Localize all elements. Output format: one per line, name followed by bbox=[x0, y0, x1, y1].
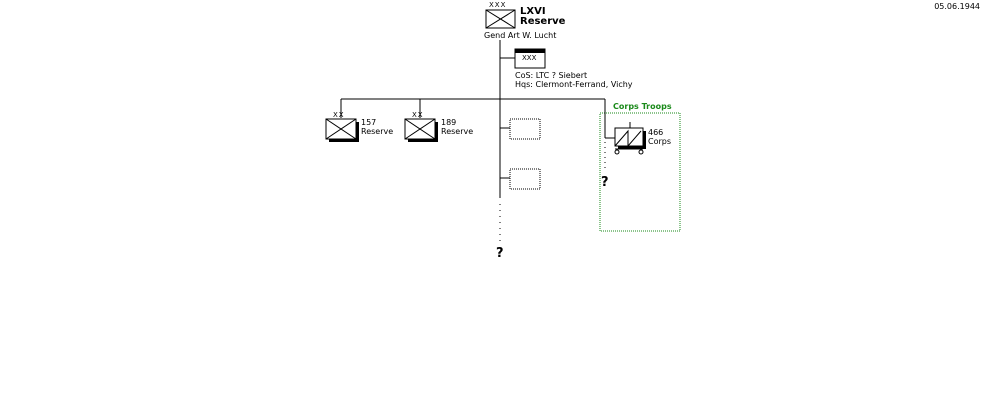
corps-commander: Gend Art W. Lucht bbox=[484, 31, 557, 40]
staff-hqs: Hqs: Clermont-Ferrand, Vichy bbox=[515, 80, 633, 89]
corps-troops-frame bbox=[599, 112, 681, 232]
division-189-symbol bbox=[404, 118, 438, 142]
division-157-echelon: XX bbox=[333, 111, 345, 119]
corps-troops-label: Corps Troops bbox=[613, 102, 672, 111]
division-189-echelon: XX bbox=[412, 111, 424, 119]
corps-name-line1: LXVI bbox=[520, 6, 546, 17]
division-157-type: Reserve bbox=[361, 127, 394, 136]
division-189-type: Reserve bbox=[441, 127, 474, 136]
corps-hq-symbol bbox=[485, 9, 516, 29]
staff-hq-symbol bbox=[514, 48, 546, 69]
staff-echelon: XXX bbox=[522, 54, 537, 62]
division-189-number: 189 bbox=[441, 118, 457, 127]
staff-cos: CoS: LTC ? Siebert bbox=[515, 71, 588, 80]
corps-name-line2: Reserve bbox=[520, 16, 566, 27]
date-label: 05.06.1944 bbox=[934, 2, 980, 11]
division-157-number: 157 bbox=[361, 118, 377, 127]
corps-troops-unit-symbol bbox=[614, 122, 646, 155]
placeholder-box-2 bbox=[509, 168, 541, 190]
unknown-mark-trunk: ? bbox=[496, 246, 504, 261]
corps-troops-unit-number: 466 bbox=[648, 128, 664, 137]
unknown-mark-troops: ? bbox=[601, 175, 609, 190]
corps-echelon: XXX bbox=[489, 1, 507, 9]
division-157-symbol bbox=[325, 118, 359, 142]
placeholder-box-1 bbox=[509, 118, 541, 140]
corps-troops-unit-type: Corps bbox=[648, 137, 672, 146]
